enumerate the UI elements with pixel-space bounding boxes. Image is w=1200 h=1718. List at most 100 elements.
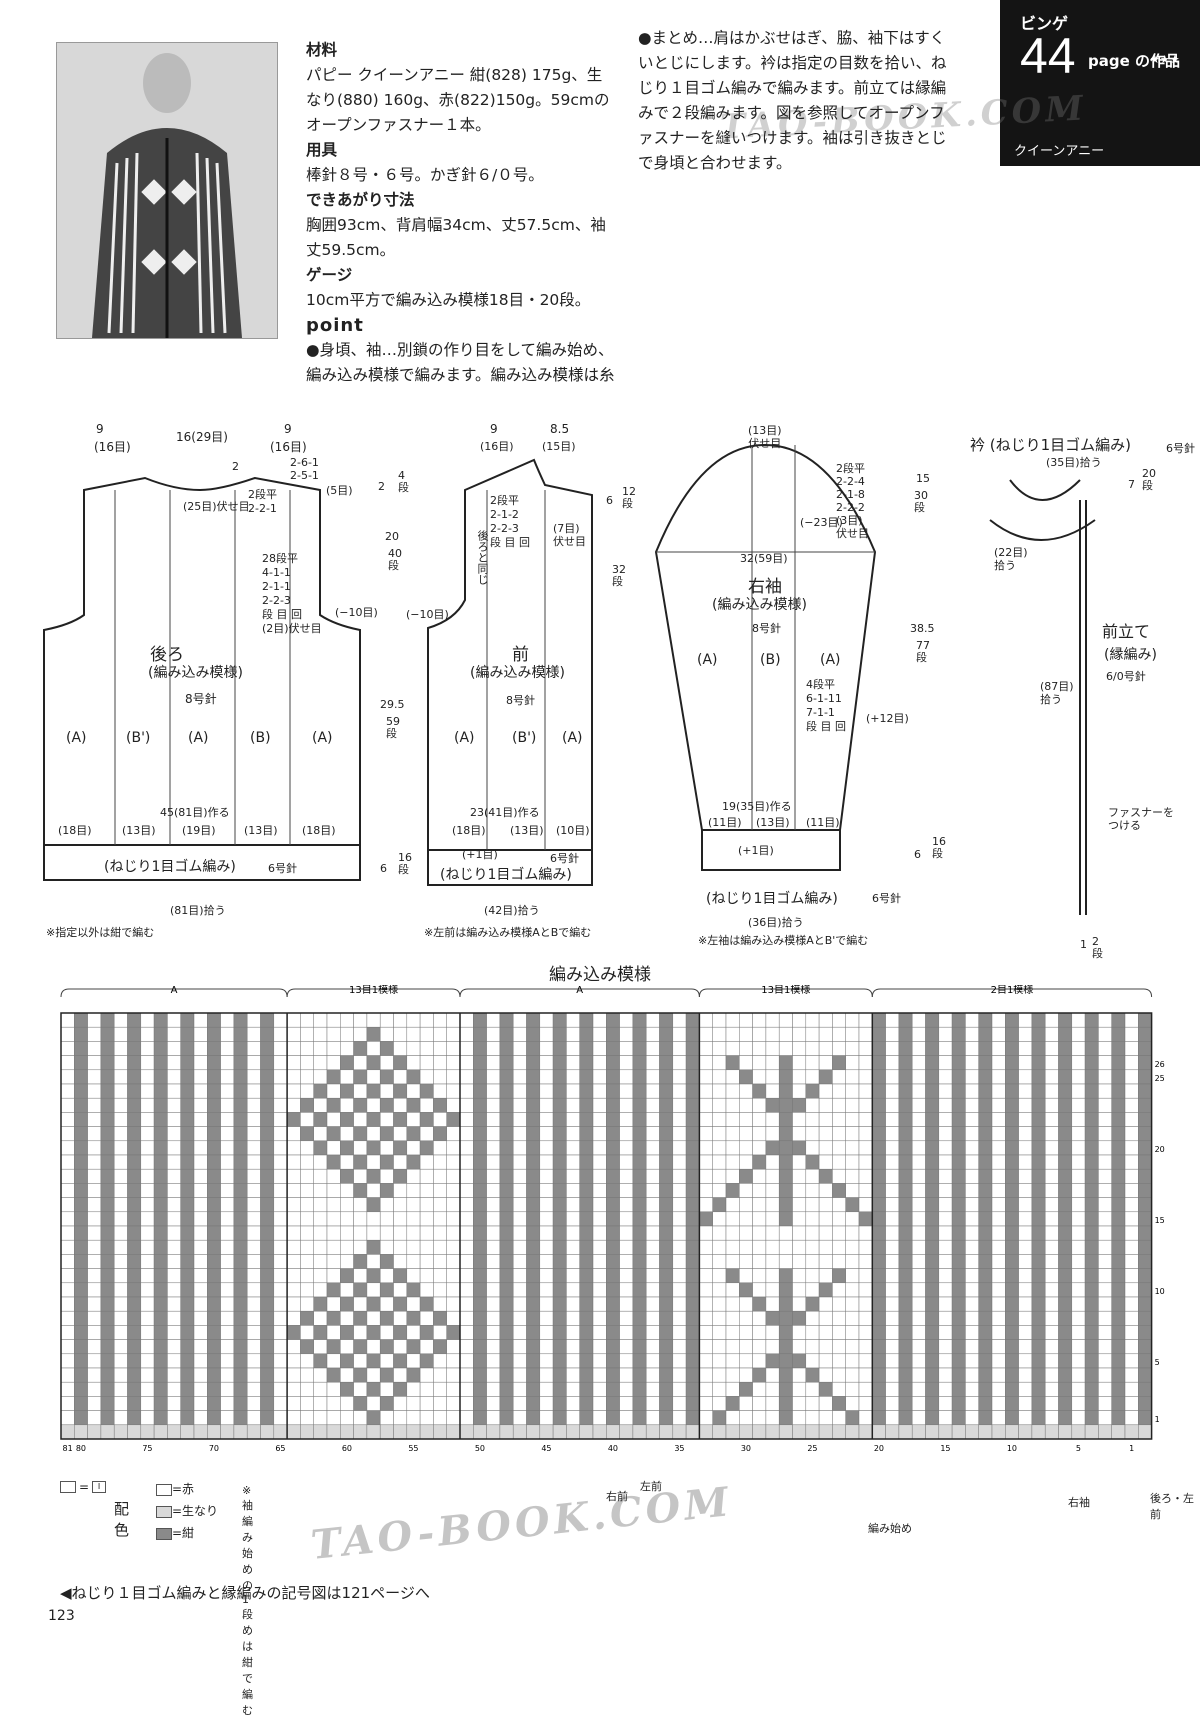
chart-cell xyxy=(419,1041,434,1056)
chart-cell xyxy=(393,1126,408,1142)
chart-cell xyxy=(313,1367,328,1383)
chart-cell xyxy=(725,1097,740,1113)
chart-cell xyxy=(539,1296,554,1312)
front-ribbing-needle: 6号針 xyxy=(550,852,579,865)
chart-cell xyxy=(1124,1339,1139,1355)
chart-cell xyxy=(233,1239,248,1255)
chart-cell xyxy=(951,1083,966,1099)
chart-cell xyxy=(672,1381,687,1397)
chart-cell xyxy=(978,1140,993,1156)
chart-section-bracket xyxy=(286,988,461,998)
chart-cell xyxy=(499,1083,514,1099)
chart-cell xyxy=(140,1055,155,1071)
chart-cell xyxy=(207,1296,221,1312)
chart-cell xyxy=(233,1282,248,1298)
chart-cell xyxy=(619,1310,634,1326)
chart-cell xyxy=(898,1083,913,1099)
chart-cell xyxy=(978,1112,993,1127)
chart-cell xyxy=(592,1268,607,1284)
chart-cell xyxy=(898,1367,913,1383)
chart-cell xyxy=(845,1055,860,1071)
chart-cell xyxy=(951,1410,966,1426)
chart-cell xyxy=(100,1268,115,1284)
chart-cell xyxy=(486,1041,501,1056)
chart-cell xyxy=(725,1055,740,1071)
chart-cell xyxy=(672,1296,687,1312)
chart-cell xyxy=(512,1041,527,1056)
chart-cell xyxy=(127,1140,142,1156)
chart-cell xyxy=(193,1239,208,1255)
chart-cell xyxy=(526,1112,541,1127)
chart-cell xyxy=(512,1097,527,1113)
chart-cell xyxy=(473,1026,487,1042)
chart-cell xyxy=(1044,1069,1059,1085)
chart-cell xyxy=(393,1154,408,1170)
chart-cell xyxy=(619,1339,634,1355)
chart-cell xyxy=(60,1367,75,1383)
chart-cell xyxy=(459,1353,474,1369)
chart-cell xyxy=(433,1012,447,1028)
chart-cell xyxy=(699,1396,713,1411)
chart-cell xyxy=(260,1211,275,1227)
chart-cell xyxy=(512,1282,527,1298)
chart-cell xyxy=(87,1381,102,1397)
chart-cell xyxy=(592,1140,607,1156)
chart-cell xyxy=(765,1197,780,1213)
chart-section-bracket xyxy=(698,988,873,998)
chart-cell xyxy=(233,1140,248,1156)
chart-cell xyxy=(566,1353,580,1369)
chart-cell xyxy=(672,1424,687,1440)
chart-cell xyxy=(313,1041,328,1056)
chart-cell xyxy=(765,1282,780,1298)
chart-cell xyxy=(167,1140,181,1156)
chart-cell xyxy=(406,1396,421,1411)
chart-cell xyxy=(100,1041,115,1056)
chart-cell xyxy=(273,1325,288,1340)
chart-cell xyxy=(619,1012,634,1028)
chart-cell xyxy=(818,1396,833,1411)
chart-cell xyxy=(792,1183,807,1198)
chart-cell xyxy=(246,1367,261,1383)
chart-cell xyxy=(393,1367,408,1383)
chart-cell xyxy=(233,1097,248,1113)
chart-cell xyxy=(340,1211,354,1227)
chart-cell xyxy=(1005,1225,1019,1241)
chart-cell xyxy=(872,1325,886,1340)
chart-cell xyxy=(885,1183,900,1198)
chart-cell xyxy=(74,1112,88,1127)
chart-cell xyxy=(207,1140,221,1156)
chart-cell xyxy=(566,1211,580,1227)
chart-cell xyxy=(566,1367,580,1383)
chart-cell xyxy=(792,1140,807,1156)
chart-cell xyxy=(486,1168,501,1184)
chart-cell xyxy=(220,1041,235,1056)
chart-cell xyxy=(659,1069,674,1085)
chart-cell xyxy=(313,1225,328,1241)
chart-cell xyxy=(233,1353,248,1369)
chart-cell xyxy=(193,1026,208,1042)
chart-cell xyxy=(220,1254,235,1269)
chart-cell xyxy=(419,1381,434,1397)
chart-cell xyxy=(113,1325,128,1340)
chart-cell xyxy=(393,1168,408,1184)
chart-cell xyxy=(885,1424,900,1440)
chart-cell xyxy=(459,1026,474,1042)
chart-cell xyxy=(778,1055,793,1071)
legend-items: =赤 =生なり =紺 xyxy=(156,1478,276,1544)
chart-cell xyxy=(260,1055,275,1071)
chart-cell xyxy=(113,1239,128,1255)
chart-cell xyxy=(539,1183,554,1198)
chart-cell xyxy=(366,1069,381,1085)
chart-cell xyxy=(366,1140,381,1156)
chart-cell xyxy=(592,1325,607,1340)
chart-cell xyxy=(685,1310,700,1326)
chart-cell xyxy=(406,1012,421,1028)
chart-cell xyxy=(113,1296,128,1312)
chart-cell xyxy=(672,1396,687,1411)
chart-cell xyxy=(978,1254,993,1269)
chart-cell xyxy=(539,1154,554,1170)
chart-cell xyxy=(1031,1282,1046,1298)
band-subtitle: (縁編み) xyxy=(1104,647,1157,663)
chart-cell xyxy=(127,1211,142,1227)
chart-cell xyxy=(619,1296,634,1312)
